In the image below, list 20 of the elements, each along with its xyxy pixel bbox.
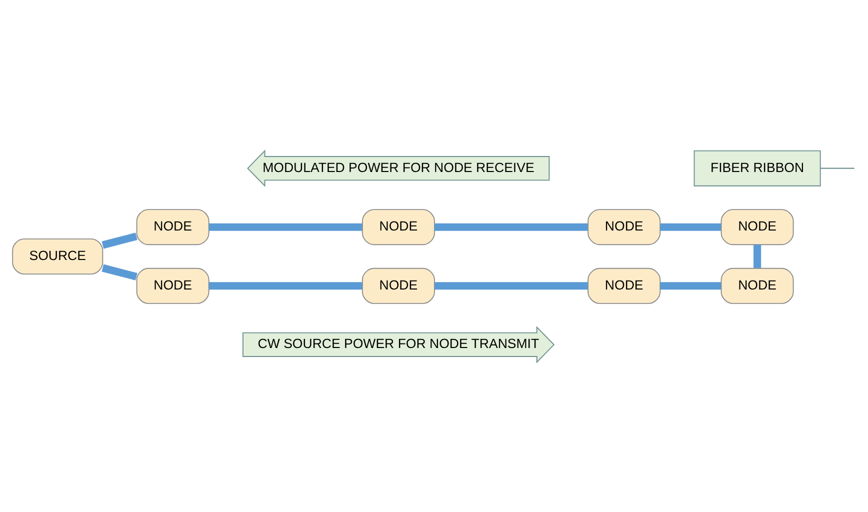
node-box: NODE bbox=[588, 208, 661, 245]
node-box: NODE bbox=[136, 267, 210, 304]
connector bbox=[102, 232, 138, 248]
connector bbox=[660, 222, 722, 230]
connector bbox=[434, 282, 588, 290]
connector bbox=[102, 264, 138, 280]
node-box: FIBER RIBBON bbox=[694, 150, 821, 186]
connector bbox=[754, 244, 762, 268]
connector bbox=[208, 282, 362, 290]
node-box: NODE bbox=[720, 208, 794, 245]
node-box: NODE bbox=[362, 208, 435, 245]
connector bbox=[660, 282, 722, 290]
connector bbox=[208, 222, 362, 230]
node-box: NODE bbox=[720, 267, 794, 304]
node-box: NODE bbox=[362, 267, 435, 304]
node-box: NODE bbox=[588, 267, 661, 304]
connector bbox=[434, 222, 588, 230]
node-box: SOURCE bbox=[12, 238, 104, 274]
connector bbox=[820, 167, 854, 168]
node-box: NODE bbox=[136, 208, 210, 245]
